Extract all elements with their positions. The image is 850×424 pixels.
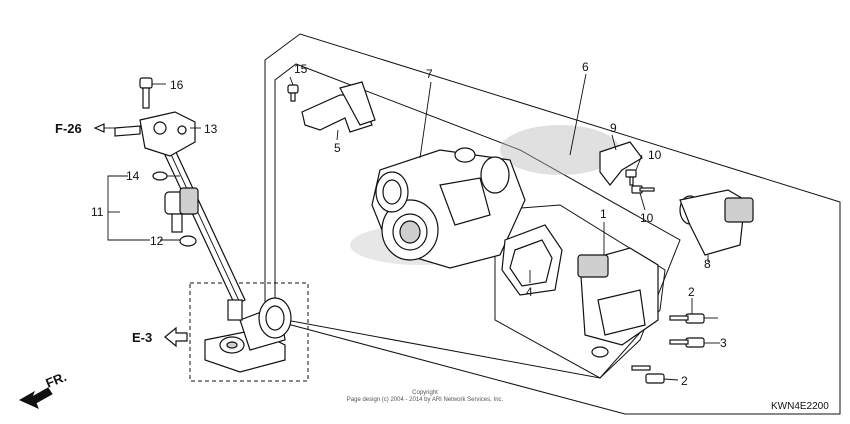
callout-5: 5 [334, 141, 341, 155]
fuel-connector-13 [114, 111, 196, 157]
reference-e3: E-3 [132, 330, 152, 345]
callout-10b: 10 [640, 211, 654, 225]
bracket-5 [301, 81, 376, 133]
callout-2a: 2 [688, 285, 695, 299]
injector-11 [164, 187, 199, 233]
intake-manifold [204, 297, 292, 373]
throttle-body-7 [371, 147, 526, 269]
screws-10 [625, 169, 655, 194]
sensor-frame-1 [494, 204, 666, 379]
front-arrow-icon [18, 387, 53, 409]
assembly-frame-7 [274, 63, 681, 379]
callout-2b: 2 [681, 374, 688, 388]
bracket-9 [599, 141, 643, 186]
inset-box-e3 [189, 282, 309, 382]
callout-9: 9 [610, 121, 617, 135]
copyright-line-1: Copyright [412, 390, 438, 396]
front-arrow: FR. [18, 369, 69, 409]
o-ring-14 [152, 171, 168, 181]
callout-14: 14 [126, 169, 140, 183]
leader-lines [107, 73, 720, 381]
sensor-8 [679, 189, 754, 256]
sensor-1 [577, 247, 659, 358]
seal-ring-12 [179, 235, 197, 247]
screw-15 [287, 84, 299, 102]
callout-8: 8 [704, 257, 711, 271]
diagram-code: KWN4E2200 [771, 401, 829, 412]
arrow-f26-icon [93, 123, 105, 133]
callout-1: 1 [600, 207, 607, 221]
bolt-16 [139, 77, 153, 109]
copyright-line-2: Page design (c) 2004 - 2014 by ARI Netwo… [347, 397, 504, 403]
front-label: FR. [44, 369, 69, 391]
arrow-e3-icon [164, 326, 188, 348]
callout-4: 4 [526, 285, 533, 299]
callout-10a: 10 [648, 148, 662, 162]
callout-7: 7 [426, 67, 433, 81]
callout-13: 13 [204, 122, 218, 136]
callout-12: 12 [150, 234, 164, 248]
gasket-4 [501, 224, 563, 296]
callout-15: 15 [294, 62, 308, 76]
bolts-2-3 [631, 313, 705, 384]
callout-3: 3 [720, 336, 727, 350]
callout-6: 6 [582, 60, 589, 74]
callout-11: 11 [91, 205, 104, 219]
callout-16: 16 [170, 78, 184, 92]
reference-f26: F-26 [55, 121, 82, 136]
